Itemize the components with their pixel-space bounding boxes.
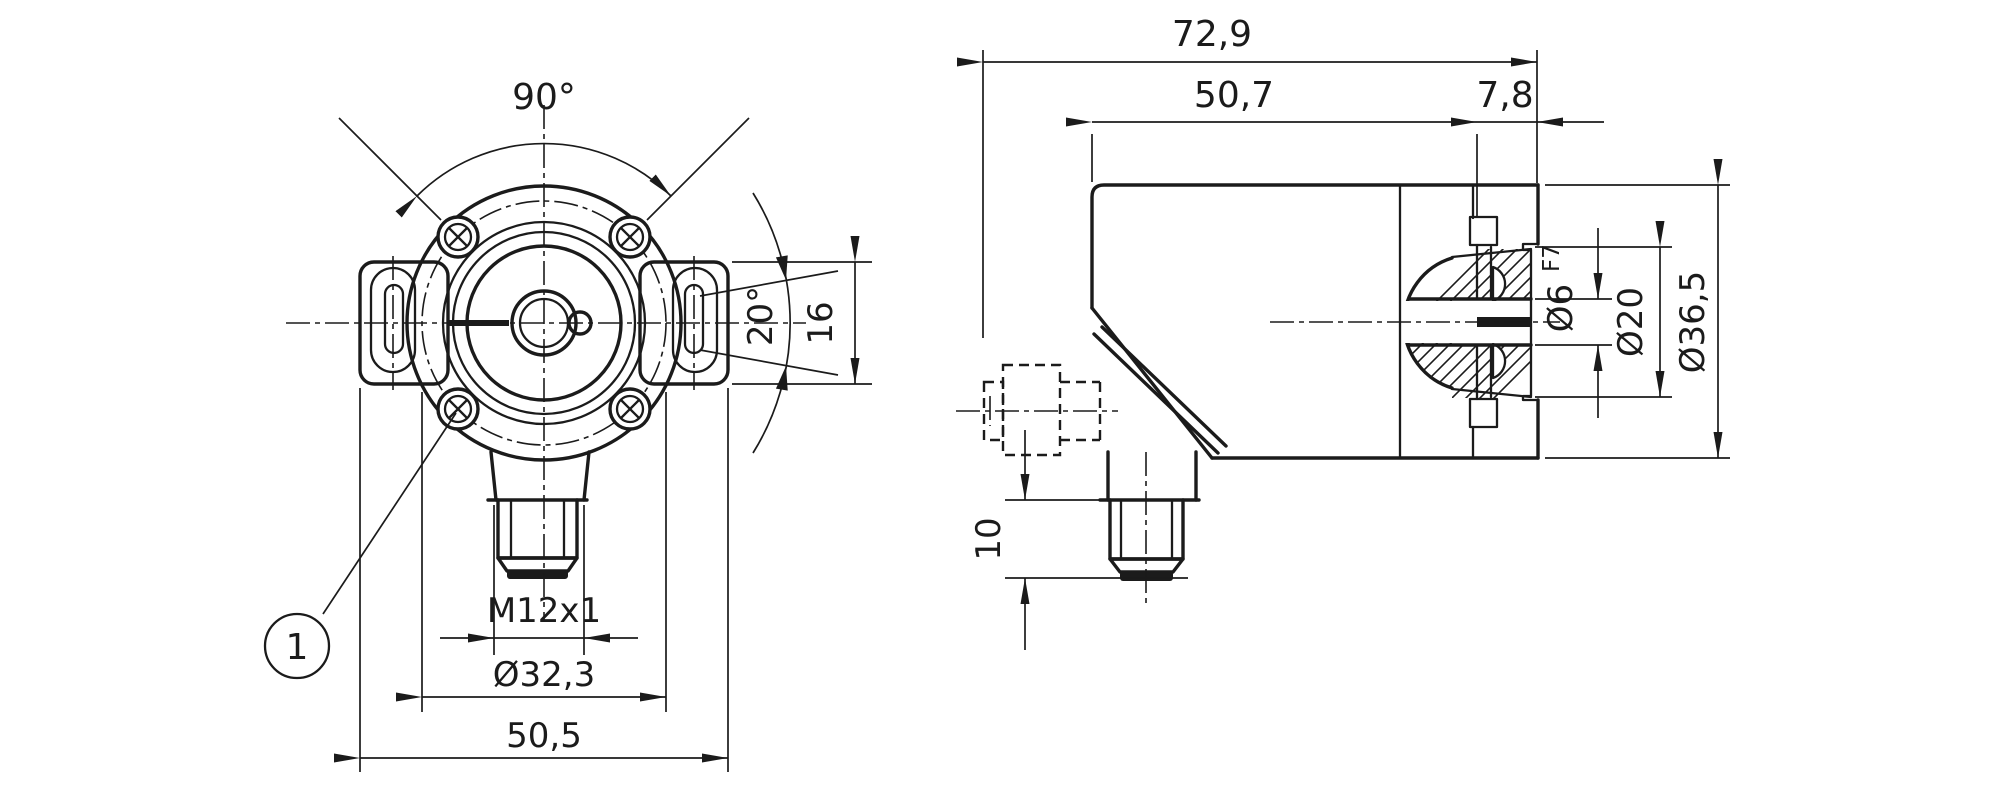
collar-plate (1100, 325, 1228, 448)
dim-dia20: Ø20 (1535, 221, 1672, 398)
dim-dia6-label: Ø6 (1541, 284, 1581, 332)
front-connector (486, 450, 591, 579)
dim-dia32-label: Ø32,3 (493, 655, 595, 695)
dim-dia32: Ø32,3 (396, 392, 667, 712)
callout-circle (263, 612, 331, 680)
dim-dia36-5-label: Ø36,5 (1673, 271, 1713, 373)
collet-cap (1491, 265, 1507, 303)
side-connector (1092, 325, 1228, 606)
chamfer-edge (1090, 306, 1214, 460)
dim-dia20-label: Ø20 (1611, 287, 1651, 357)
dim-72-9-label: 72,9 (1172, 14, 1252, 55)
dim-10: 10 (969, 430, 1188, 650)
side-view: 72,9 50,7 7,8 Ø6 F7 Ø2 (956, 14, 1730, 650)
dim-50-5: 50,5 (334, 388, 729, 772)
dim-dia6-tolerance-label: F7 (1539, 244, 1565, 272)
flange-notch (1468, 215, 1499, 247)
callout-1: 1 (263, 412, 457, 680)
callout-1-label: 1 (286, 627, 309, 668)
collet-cap (1491, 342, 1507, 380)
dim-m12x1: M12x1 (440, 505, 638, 655)
dim-16: 16 (732, 236, 872, 385)
dim-20deg-label: 20° (741, 286, 781, 346)
side-body (1090, 183, 1540, 460)
dim-dia36-5: Ø36,5 (1545, 159, 1730, 459)
screws (436, 215, 652, 431)
dim-m12x1-label: M12x1 (487, 591, 601, 631)
dim-72-9: 72,9 (957, 14, 1538, 338)
screw-icon (608, 215, 652, 259)
dim-16-label: 16 (801, 301, 841, 344)
front-view: 90° 20° 16 M12x1 (263, 77, 872, 772)
dim-50-7: 50,7 (1066, 75, 1478, 217)
dim-50-7-label: 50,7 (1194, 75, 1274, 116)
dim-dia6: Ø6 F7 (1535, 228, 1612, 418)
tab-slot-inner (383, 283, 405, 355)
screw-icon (436, 387, 480, 431)
flange-notch (1468, 397, 1499, 429)
screw-icon (436, 215, 480, 259)
screw-icon (608, 387, 652, 431)
tab-slot-outer (671, 266, 719, 374)
radial-connector-hidden (956, 363, 1118, 457)
dim-20deg: 20° (699, 192, 839, 454)
collar-plate (1092, 332, 1220, 455)
dim-7-8: 7,8 (1476, 75, 1604, 127)
dim-90deg-label: 90° (512, 77, 576, 118)
dim-10-label: 10 (969, 517, 1009, 560)
dim-7-8-label: 7,8 (1476, 75, 1533, 116)
dim-50-5-label: 50,5 (506, 716, 582, 756)
dim-90deg: 90° (338, 77, 750, 221)
